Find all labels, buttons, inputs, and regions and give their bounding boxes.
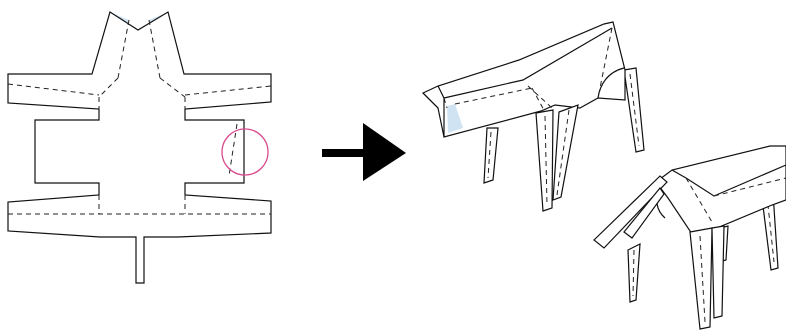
fold-line (148, 19, 161, 79)
glue-tab (447, 104, 463, 133)
fold-line (7, 83, 100, 96)
fold-line (98, 77, 119, 98)
model-leg-front (689, 227, 713, 330)
assembled-model-side-view (421, 21, 645, 212)
right-arrow-icon (322, 123, 406, 181)
highlight-circle (221, 128, 269, 176)
model-ear-flap (623, 186, 665, 239)
fold-line (117, 19, 130, 79)
assembled-model-front-view (593, 145, 786, 330)
model-leg-front (535, 109, 554, 212)
model-ear-flap (593, 175, 668, 249)
fold-line (184, 85, 272, 96)
model-leg-front (552, 104, 579, 201)
model-body (655, 145, 786, 235)
model-leg-front (711, 225, 725, 319)
model-leg-back (483, 127, 499, 184)
net-outline (7, 11, 272, 284)
flat-template-net (7, 11, 272, 284)
